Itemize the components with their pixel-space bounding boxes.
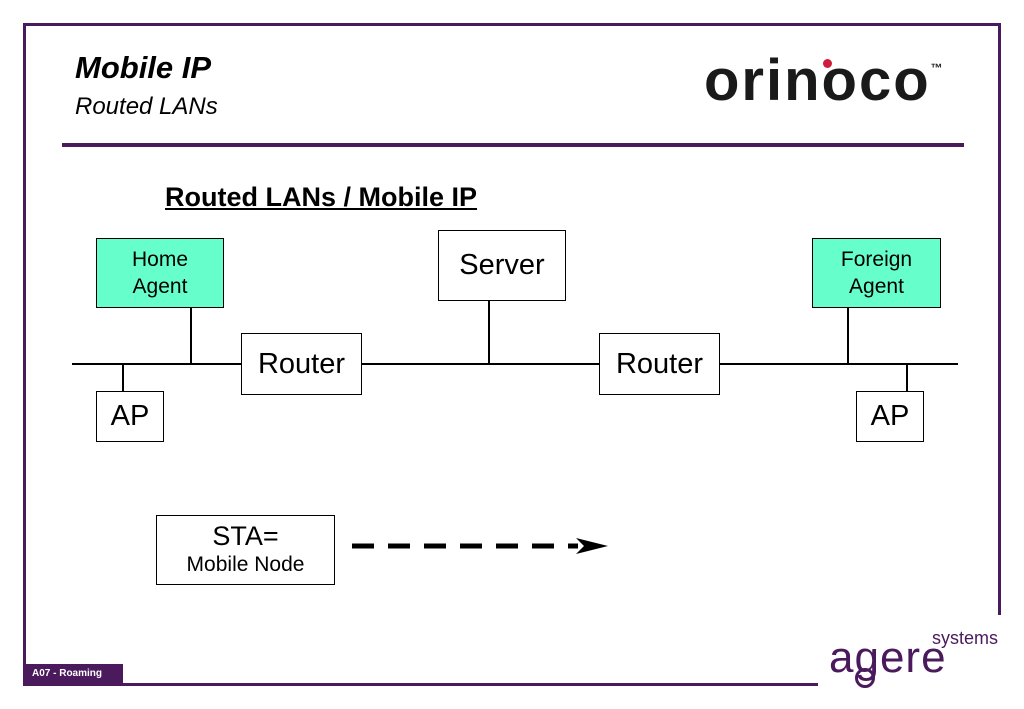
frame-right-border (998, 23, 1001, 615)
home-agent-link (190, 307, 192, 364)
frame-top-border (23, 23, 1001, 26)
router-left-label: Router (257, 347, 346, 380)
title-rule (62, 143, 964, 147)
ap-right-box: AP (856, 391, 924, 442)
ap-right-label: AP (870, 400, 910, 432)
agere-wordmark: agere (829, 633, 947, 682)
movement-arrow-head (576, 538, 608, 554)
logo-text: orinoco (704, 48, 931, 113)
mobile-node-box: STA= Mobile Node (156, 515, 335, 585)
server-label: Server (459, 249, 545, 281)
frame-bottom-border (23, 683, 818, 686)
logo-dot (823, 59, 832, 68)
lan-line-middle (361, 363, 600, 365)
orinoco-logo: orinoco™ (704, 52, 945, 110)
server-box: Server (438, 230, 566, 301)
movement-arrow (352, 538, 608, 554)
trademark-mark: ™ (930, 61, 945, 75)
agere-g-loop (855, 668, 875, 688)
server-link (488, 300, 490, 364)
foreign-agent-box: Foreign Agent (812, 238, 941, 308)
ap-right-link (906, 363, 908, 392)
ap-left-label: AP (110, 400, 150, 432)
sta-label: STA= (212, 520, 279, 551)
ap-left-link (122, 363, 124, 392)
home-agent-line2: Agent (132, 275, 188, 298)
slide-subtitle: Routed LANs (75, 93, 218, 120)
home-agent-line1: Home (131, 247, 189, 271)
agere-systems-logo: agere systems (829, 624, 1009, 694)
systems-wordmark: systems (932, 628, 999, 648)
foreign-agent-link (847, 307, 849, 364)
router-right-box: Router (599, 333, 720, 395)
frame-left-border (23, 23, 26, 686)
slide-title: Mobile IP (75, 50, 212, 85)
router-left-box: Router (241, 333, 362, 395)
mobile-node-label: Mobile Node (186, 553, 305, 577)
foreign-agent-line1: Foreign (840, 247, 913, 271)
diagram-heading: Routed LANs / Mobile IP (165, 182, 478, 212)
foreign-agent-line2: Agent (849, 275, 904, 298)
lan-line-right (719, 363, 958, 365)
home-agent-box: Home Agent (96, 238, 224, 308)
ap-left-box: AP (96, 391, 164, 442)
lan-line-left (72, 363, 241, 365)
router-right-label: Router (615, 347, 704, 380)
footer-section-label: A07 - Roaming (26, 664, 123, 683)
